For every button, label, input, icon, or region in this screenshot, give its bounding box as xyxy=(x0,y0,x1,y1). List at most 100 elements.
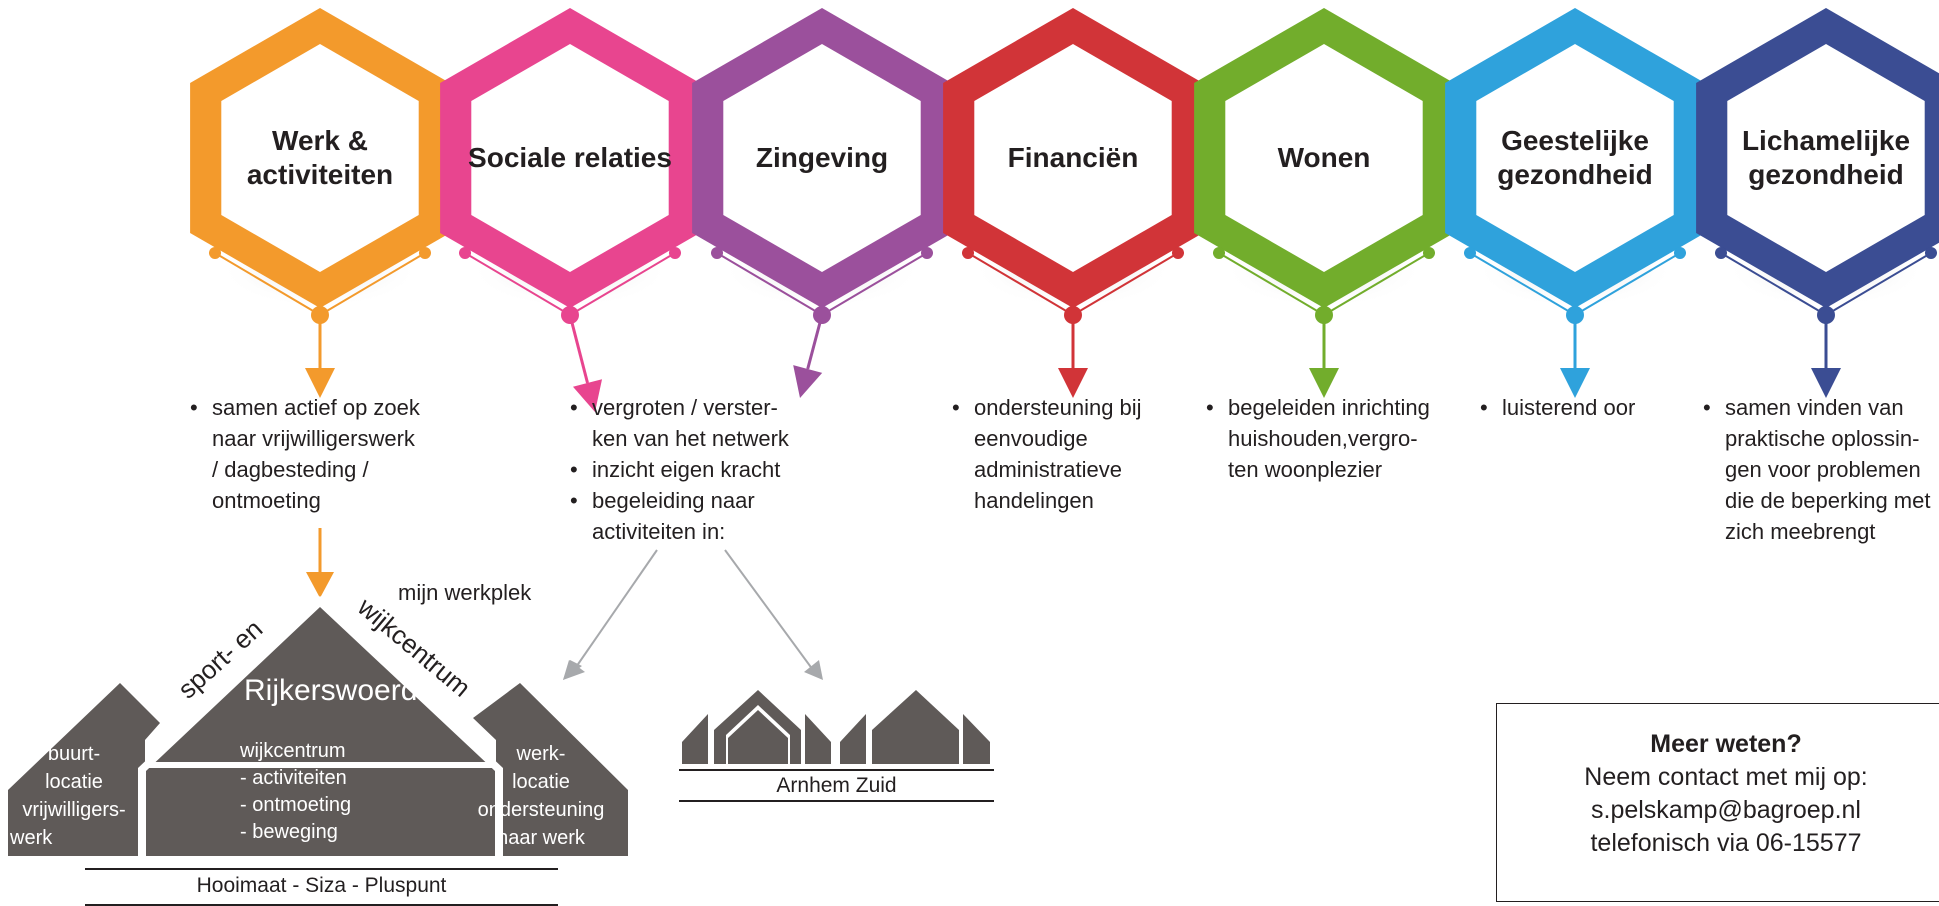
bullet-item-continuation: naar vrijwilligerswerk xyxy=(212,426,415,451)
bullet-list-geestelijk: luisterend oor xyxy=(1480,392,1635,423)
hexagon-title-line: gezondheid xyxy=(1497,159,1653,190)
contact-email[interactable]: s.pelskamp@bagroep.nl xyxy=(1591,796,1861,824)
bullet-item: begeleiden inrichting xyxy=(1206,392,1430,423)
bullet-item-continuation: ontmoeting xyxy=(212,488,321,513)
bullet-item-continuation: ten woonplezier xyxy=(1228,457,1383,482)
right-house-line: werk- xyxy=(516,743,566,765)
connector-arrowhead xyxy=(793,365,823,398)
house-name: Rijkerswoerd xyxy=(244,674,418,707)
connector-arrowhead xyxy=(1811,368,1841,398)
bullet-item: begeleiding naar xyxy=(570,485,789,516)
hexagon-wonen xyxy=(1194,8,1454,308)
left-house-lines: buurt- locatie vrijwilligers- werk xyxy=(8,740,140,852)
contact-title: Meer weten? xyxy=(1650,730,1802,758)
base-label: Hooimaat - Siza - Pluspunt xyxy=(196,874,447,897)
bullet-item-continuation: gen voor problemen xyxy=(1725,457,1921,482)
connector-lichamelijk xyxy=(1715,247,1937,398)
hexagon-inner xyxy=(974,44,1172,272)
right-house-lines: werk- locatie ondersteuning naar werk xyxy=(474,740,608,852)
connector-financien xyxy=(962,247,1184,398)
connector-wonen xyxy=(1213,247,1435,398)
hexagon-title-line: Lichamelijke xyxy=(1741,125,1911,156)
bullet-item: inzicht eigen kracht xyxy=(570,454,789,485)
contact-line: Neem contact met mij op: xyxy=(1584,763,1868,791)
hexagon-zingeving xyxy=(692,8,952,308)
hexagon-title-line: activiteiten xyxy=(246,159,394,190)
hexagon-title-line: Geestelijke xyxy=(1501,125,1649,156)
house-line: - beweging xyxy=(240,821,338,843)
connector-zingeving xyxy=(711,247,933,398)
left-house-line: werk xyxy=(10,827,53,849)
bullet-list-wonen: begeleiden inrichting huishouden,vergro-t… xyxy=(1206,392,1430,485)
hexagon-title-sociaal: Sociale relaties xyxy=(455,118,685,198)
connector-dot xyxy=(1423,247,1435,259)
bullet-list-werk: samen actief op zoek naar vrijwilligerswe… xyxy=(190,392,420,516)
connector-arrowhead xyxy=(1560,368,1590,398)
hexagon-inner xyxy=(1476,44,1674,272)
werk-to-house-arrow xyxy=(306,528,334,598)
bullet-item-continuation: praktische oplossin- xyxy=(1725,426,1920,451)
connector-arrowhead xyxy=(1058,368,1088,398)
grey-arrow-right xyxy=(724,549,823,680)
connector-werk xyxy=(209,247,431,398)
contact-phone[interactable]: telefonisch via 06-15577 xyxy=(1590,829,1862,857)
bullet-list-sociaal: vergroten / verster-ken van het netwerk i… xyxy=(570,392,789,547)
hexagon-inner xyxy=(1727,44,1925,272)
house-line: - activiteiten xyxy=(240,767,347,789)
hexagon-title-wonen: Wonen xyxy=(1209,118,1439,198)
connector-dot xyxy=(1674,247,1686,259)
bullet-item-continuation: die de beperking met xyxy=(1725,488,1931,513)
hexagon-title-financien: Financiën xyxy=(958,118,1188,198)
connector-dot xyxy=(209,247,221,259)
bullet-item-continuation: huishouden,vergro- xyxy=(1228,426,1418,451)
hexagon-title-werk: Werk &activiteiten xyxy=(205,118,435,198)
hexagon-financien xyxy=(943,8,1203,308)
connector-dot xyxy=(1213,247,1225,259)
connector-arrowhead xyxy=(305,368,335,398)
left-house-line: vrijwilligers- xyxy=(22,799,126,821)
connector-geestelijk xyxy=(1464,247,1686,398)
hexagon-sociaal xyxy=(440,8,700,308)
connector-dot xyxy=(1172,247,1184,259)
bullet-item-continuation: / dagbesteding / xyxy=(212,457,369,482)
hexagon-werk xyxy=(190,8,450,308)
house-line: wijkcentrum xyxy=(240,740,346,762)
connector-dot xyxy=(1464,247,1476,259)
connector-dot xyxy=(459,247,471,259)
hexagon-title-line: Wonen xyxy=(1277,142,1371,173)
hexagon-title-line: Zingeving xyxy=(755,142,889,173)
right-house-line: naar werk xyxy=(497,827,585,849)
left-house-line: buurt- xyxy=(47,743,101,765)
hexagon-inner xyxy=(471,44,669,272)
bullet-item-continuation: administratieve xyxy=(974,457,1122,482)
werkplek-caption: mijn werkplek xyxy=(398,580,532,605)
connector-dot xyxy=(711,247,723,259)
bullet-item-continuation: ken van het netwerk xyxy=(592,426,789,451)
hexagon-title-line: Werk & xyxy=(272,125,368,156)
left-house-line: locatie xyxy=(45,771,103,793)
bullet-item-continuation: zich meebrengt xyxy=(1725,519,1876,544)
connector-dot xyxy=(921,247,933,259)
bullet-item-continuation: activiteiten in: xyxy=(592,519,726,544)
hexagon-title-zingeving: Zingeving xyxy=(707,118,937,198)
bullet-item-continuation: eenvoudige xyxy=(974,426,1088,451)
house-line: - ontmoeting xyxy=(240,794,352,816)
left-house xyxy=(8,683,160,856)
grey-arrow-left xyxy=(563,549,658,680)
district-houses xyxy=(682,690,990,764)
connector-dot xyxy=(669,247,681,259)
bullet-item: vergroten / verster- xyxy=(570,392,789,423)
bullet-item: samen actief op zoek xyxy=(190,392,420,423)
bullet-item-continuation: handelingen xyxy=(974,488,1094,513)
contact-box: Meer weten? Neem contact met mij op: s.p… xyxy=(1496,703,1939,902)
connector-dot xyxy=(1925,247,1937,259)
right-house-line: ondersteuning xyxy=(477,799,605,821)
house-lines: wijkcentrum - activiteiten - ontmoeting … xyxy=(240,738,351,846)
connector-dot xyxy=(1715,247,1727,259)
connector-dot xyxy=(419,247,431,259)
bullet-item: ondersteuning bij xyxy=(952,392,1142,423)
hexagon-title-line: gezondheid xyxy=(1748,159,1904,190)
